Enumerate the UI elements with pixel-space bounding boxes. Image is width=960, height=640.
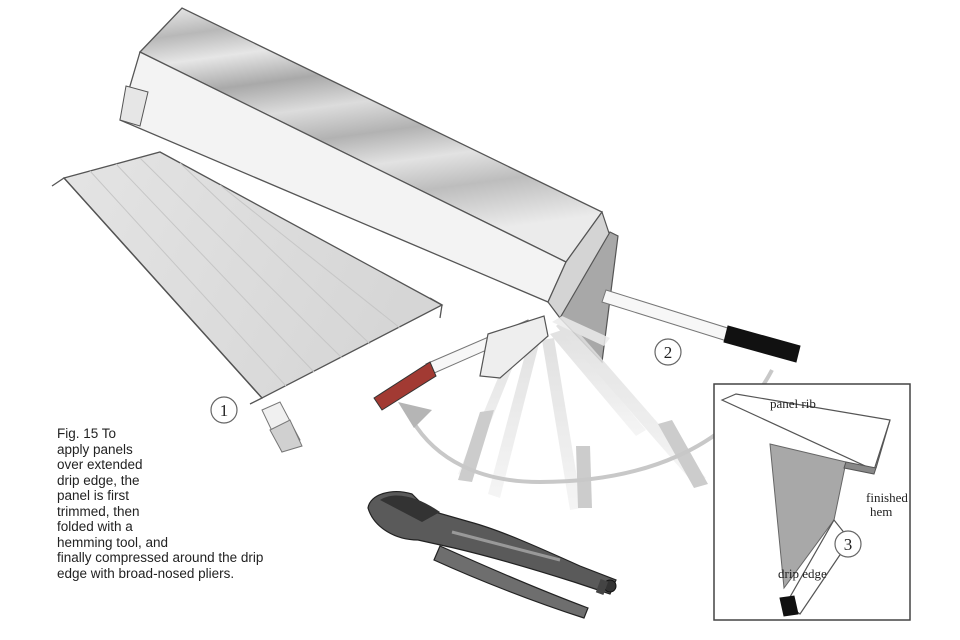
step-1-marker: 1 — [210, 396, 238, 424]
caption-line: Fig. 15 To — [57, 426, 117, 441]
caption-line: edge with broad-nosed pliers. — [57, 565, 235, 581]
step-3-marker: 3 — [834, 530, 862, 558]
caption-line: finally compressed around the drip — [57, 550, 264, 565]
hemming-tool-icon — [373, 315, 549, 411]
trimmed-panel-end — [261, 401, 303, 453]
caption-line: over extended — [57, 457, 143, 472]
finished-hem-label-line2: hem — [870, 504, 892, 519]
caption-line: drip edge, the — [57, 472, 140, 488]
caption-line: trimmed, then — [57, 503, 140, 519]
svg-text:2: 2 — [664, 343, 673, 362]
panel-rib-label: panel rib — [770, 396, 816, 411]
svg-text:1: 1 — [220, 401, 229, 420]
locking-pliers-icon — [367, 491, 617, 619]
step-2-marker: 2 — [654, 338, 682, 366]
caption-line: folded with a — [57, 519, 133, 534]
hem-detail-inset: panel rib finished hem drip edge — [713, 383, 911, 621]
ribbed-roof-panel — [119, 7, 611, 320]
svg-text:3: 3 — [844, 535, 853, 554]
caption-line: hemming tool, and — [57, 534, 169, 550]
hemming-tool-swing — [458, 316, 708, 510]
caption-line: panel is first — [57, 488, 130, 503]
figure-caption: Fig. 15 To apply panels over extended dr… — [57, 426, 357, 581]
hemming-tool-start-position — [601, 289, 801, 363]
drip-edge-label: drip edge — [778, 566, 827, 581]
flat-roof-panel — [51, 151, 444, 405]
finished-hem-label: finished — [866, 490, 908, 505]
caption-line: apply panels — [57, 441, 133, 457]
